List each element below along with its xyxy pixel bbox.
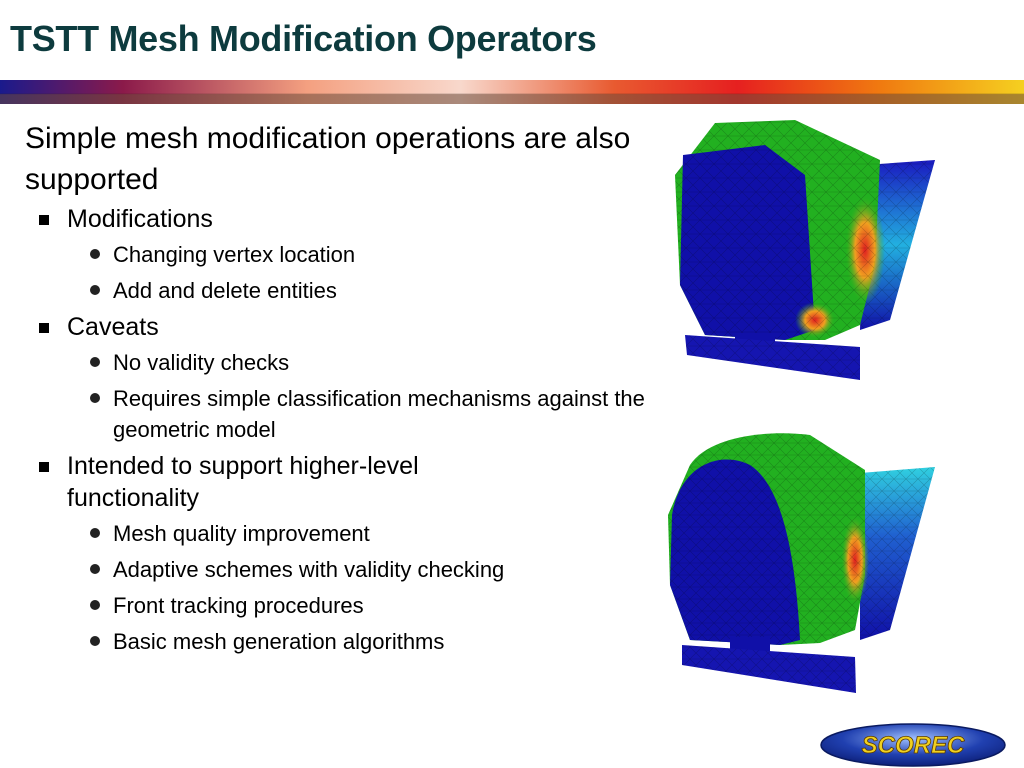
mesh-image-before [675,120,935,380]
sub-bullet: Requires simple classification mechanism… [67,383,653,445]
sub-bullet: No validity checks [67,347,645,378]
slide-body: Simple mesh modification operations are … [25,118,645,662]
logo-text: SCOREC [862,732,965,759]
mesh-image-after [668,433,935,693]
round-bullet-icon [90,564,100,574]
sub-bullet-text: No validity checks [113,350,290,375]
round-bullet-icon [90,249,100,259]
sub-bullet-text: Basic mesh generation algorithms [113,629,445,654]
sub-bullet-text: Add and delete entities [113,278,337,303]
title-gradient-bar [0,80,1024,104]
sub-bullet-text: Adaptive schemes with validity checking [113,557,505,582]
square-bullet-icon [39,215,49,225]
sub-bullet: Adaptive schemes with validity checking [67,554,667,585]
sub-bullet: Add and delete entities [67,275,645,306]
sub-bullet-list: No validity checks Requires simple class… [67,347,645,445]
square-bullet-icon [39,323,49,333]
bullet-text: Caveats [67,313,159,341]
sub-bullet-text: Requires simple classification mechanism… [113,386,645,442]
bullet-higher-level: Intended to support higher-level functio… [25,450,504,657]
bullet-list: Modifications Changing vertex location A… [25,203,645,657]
sub-bullet: Changing vertex location [67,239,645,270]
round-bullet-icon [90,600,100,610]
scorec-logo: SCOREC [820,723,1006,767]
square-bullet-icon [39,462,49,472]
bullet-caveats: Caveats No validity checks Requires simp… [25,311,645,445]
sub-bullet-text: Changing vertex location [113,242,356,267]
sub-bullet-text: Mesh quality improvement [113,521,370,546]
bullet-text: Modifications [67,205,213,233]
sub-bullet-text: Front tracking procedures [113,593,364,618]
round-bullet-icon [90,393,100,403]
round-bullet-icon [90,285,100,295]
round-bullet-icon [90,357,100,367]
bullet-text: Intended to support higher-level functio… [67,452,419,512]
sub-bullet: Mesh quality improvement [67,518,667,549]
sub-bullet-list: Changing vertex location Add and delete … [67,239,645,306]
sub-bullet: Basic mesh generation algorithms [67,626,667,657]
intro-text: Simple mesh modification operations are … [25,122,631,196]
bullet-modifications: Modifications Changing vertex location A… [25,203,645,306]
round-bullet-icon [90,636,100,646]
round-bullet-icon [90,528,100,538]
slide-title: TSTT Mesh Modification Operators [10,18,597,59]
sub-bullet-list: Mesh quality improvement Adaptive scheme… [67,518,667,657]
sub-bullet: Front tracking procedures [67,590,667,621]
